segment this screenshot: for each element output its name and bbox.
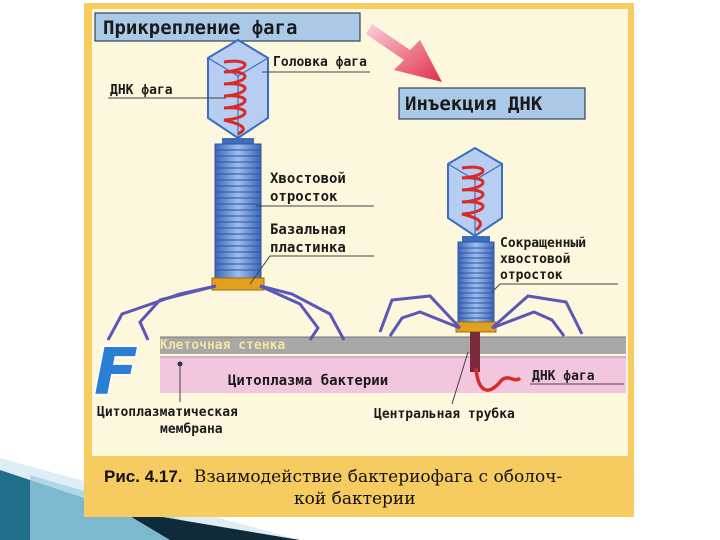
title-attach-box: Прикрепление фага: [94, 12, 361, 42]
attached-phage: [106, 38, 346, 341]
injected-dna: [474, 367, 522, 392]
label-dna-right: ДНК фага: [532, 369, 595, 384]
phage-tail-fiber-r-l2: [388, 310, 461, 337]
caption-line1: Взаимодействие бактериофага с оболоч-: [194, 467, 562, 487]
label-contracted-line2: хвостовой: [500, 252, 570, 267]
phage-dna-coil-left: [223, 59, 247, 136]
phage-head-left: [207, 38, 269, 140]
label-tail-line1: Хвостовой: [270, 171, 346, 187]
phage-tail-fiber-r-r2: [491, 310, 566, 337]
label-base-line2: пластинка: [270, 240, 346, 256]
central-tube: [470, 332, 480, 372]
caption-line2: кой бактерии: [294, 489, 416, 509]
phage-baseplate-right: [455, 321, 497, 333]
label-contracted-line1: Сокращенный: [500, 236, 586, 251]
label-membrane-line1: Цитоплазматическая: [97, 405, 238, 420]
svg-text:Рис. 4.17. Взаимодействи: Рис. 4.17. Взаимодействие бактериофага с…: [104, 467, 562, 487]
logo-f: F: [93, 335, 140, 412]
phage-head-right: [447, 146, 503, 238]
phage-tail-fiber-r1: [259, 284, 346, 341]
phage-tail-fiber-r-r1: [491, 294, 584, 335]
label-central-tube: Центральная трубка: [374, 407, 515, 422]
cell-wall-label: Клеточная стенка: [160, 338, 285, 353]
label-tail-line2: отросток: [270, 189, 338, 205]
phage-baseplate-left: [211, 277, 265, 291]
label-base-line1: Базальная: [270, 222, 346, 238]
caption-prefix: Рис. 4.17.: [104, 467, 183, 486]
figure-caption: Рис. 4.17. Взаимодействие бактериофага с…: [104, 467, 562, 509]
phage-tail-fiber-r2: [259, 284, 320, 341]
svg-text:F: F: [94, 336, 138, 410]
transition-arrow: [366, 24, 442, 82]
label-contracted-line3: отросток: [500, 268, 563, 283]
title-attach: Прикрепление фага: [103, 17, 297, 39]
label-phage-dna-left: ДНК фага: [110, 83, 173, 98]
label-membrane-line2: мембрана: [160, 422, 223, 437]
cytoplasm-band: [160, 357, 626, 393]
cytoplasm-label: Цитоплазма бактерии: [228, 373, 388, 389]
title-inject-box: Инъекция ДНК: [398, 87, 586, 120]
phage-collar-right: [462, 236, 490, 242]
phage-collar-left: [222, 138, 254, 144]
phage-tail-fiber-l2: [138, 284, 217, 341]
title-inject: Инъекция ДНК: [405, 93, 543, 115]
label-phage-head: Головка фага: [273, 55, 367, 70]
phage-dna-coil-right: [461, 165, 485, 232]
injecting-phage: [378, 146, 584, 392]
phage-tail-fiber-r-l1: [378, 294, 462, 333]
phage-tail-right: [457, 241, 495, 323]
cell-wall-band: [160, 337, 626, 354]
